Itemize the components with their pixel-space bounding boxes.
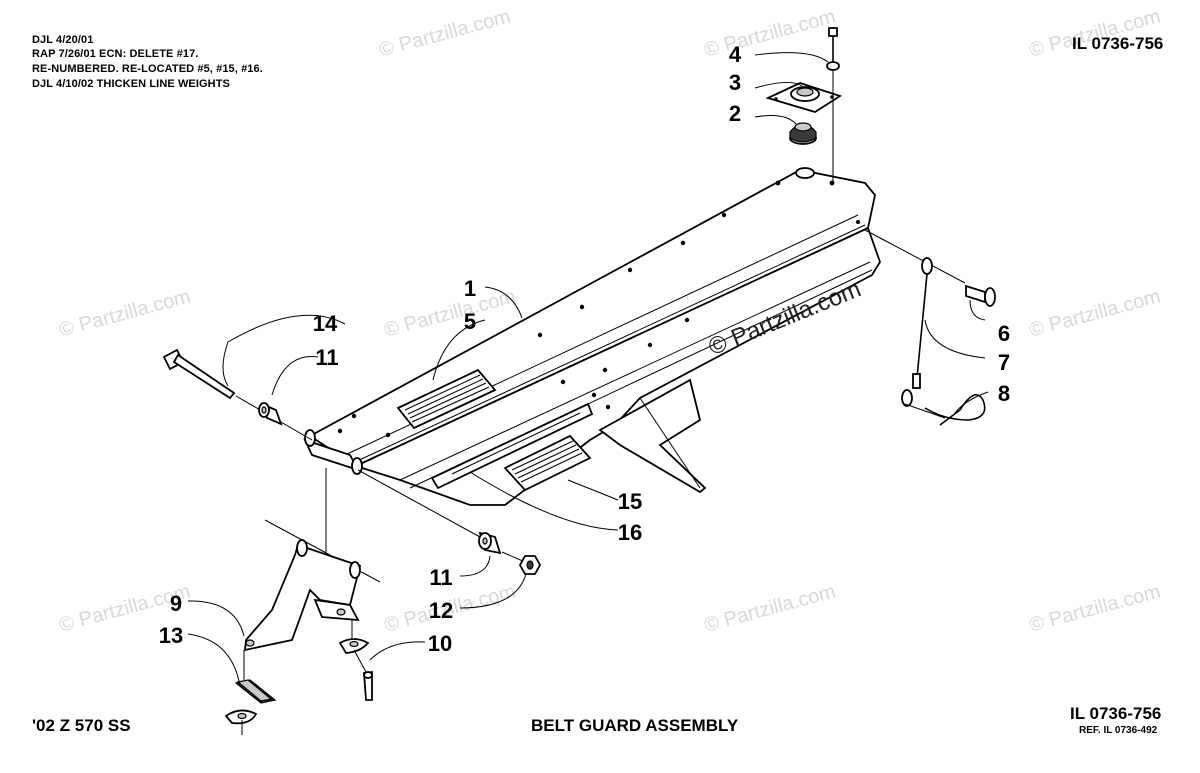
mounting-bracket	[243, 468, 381, 680]
bushing-upper	[258, 402, 283, 426]
callout-7: 7	[997, 350, 1011, 375]
bolt	[162, 348, 313, 441]
revision-note: RE-NUMBERED. RE-LOCATED #5, #15, #16.	[32, 63, 263, 75]
pad-washer	[224, 679, 277, 735]
diagram-title: BELT GUARD ASSEMBLY	[531, 716, 739, 735]
callout-9: 9	[169, 591, 183, 616]
callout-13: 13	[158, 623, 184, 648]
callout-4: 4	[728, 42, 742, 67]
mounting-plate	[765, 82, 843, 113]
callout-10: 10	[427, 631, 453, 656]
revision-note: RAP 7/26/01 ECN: DELETE #17.	[32, 48, 199, 60]
footer-illustration-id: IL 0736-756	[1070, 704, 1162, 723]
callout-1: 1	[463, 276, 477, 301]
callout-3: 3	[728, 70, 742, 95]
illustration-id: IL 0736-756	[1072, 34, 1164, 53]
grommet	[789, 122, 817, 145]
reference-id: REF. IL 0736-492	[1079, 725, 1158, 736]
nut	[501, 551, 542, 575]
rivet-washer	[338, 638, 373, 701]
callout-16: 16	[617, 520, 643, 545]
revision-note: DJL 4/10/02 THICKEN LINE WEIGHTS	[32, 78, 230, 90]
rivet-top	[826, 27, 840, 182]
callout-11-upper: 11	[315, 345, 339, 370]
revision-note: DJL 4/20/01	[32, 34, 94, 46]
model-label: '02 Z 570 SS	[32, 716, 131, 735]
callout-11-lower: 11	[429, 565, 453, 590]
callout-6: 6	[997, 321, 1011, 346]
bushing-lower	[357, 469, 502, 555]
callout-2: 2	[728, 101, 742, 126]
tether-assembly	[864, 229, 996, 426]
callout-14: 14	[312, 311, 338, 336]
callout-15: 15	[617, 489, 643, 514]
callout-12: 12	[428, 598, 454, 623]
callout-5: 5	[463, 309, 477, 334]
belt-guard-body	[303, 167, 881, 506]
callout-8: 8	[997, 381, 1011, 406]
leader-lines	[187, 52, 989, 687]
